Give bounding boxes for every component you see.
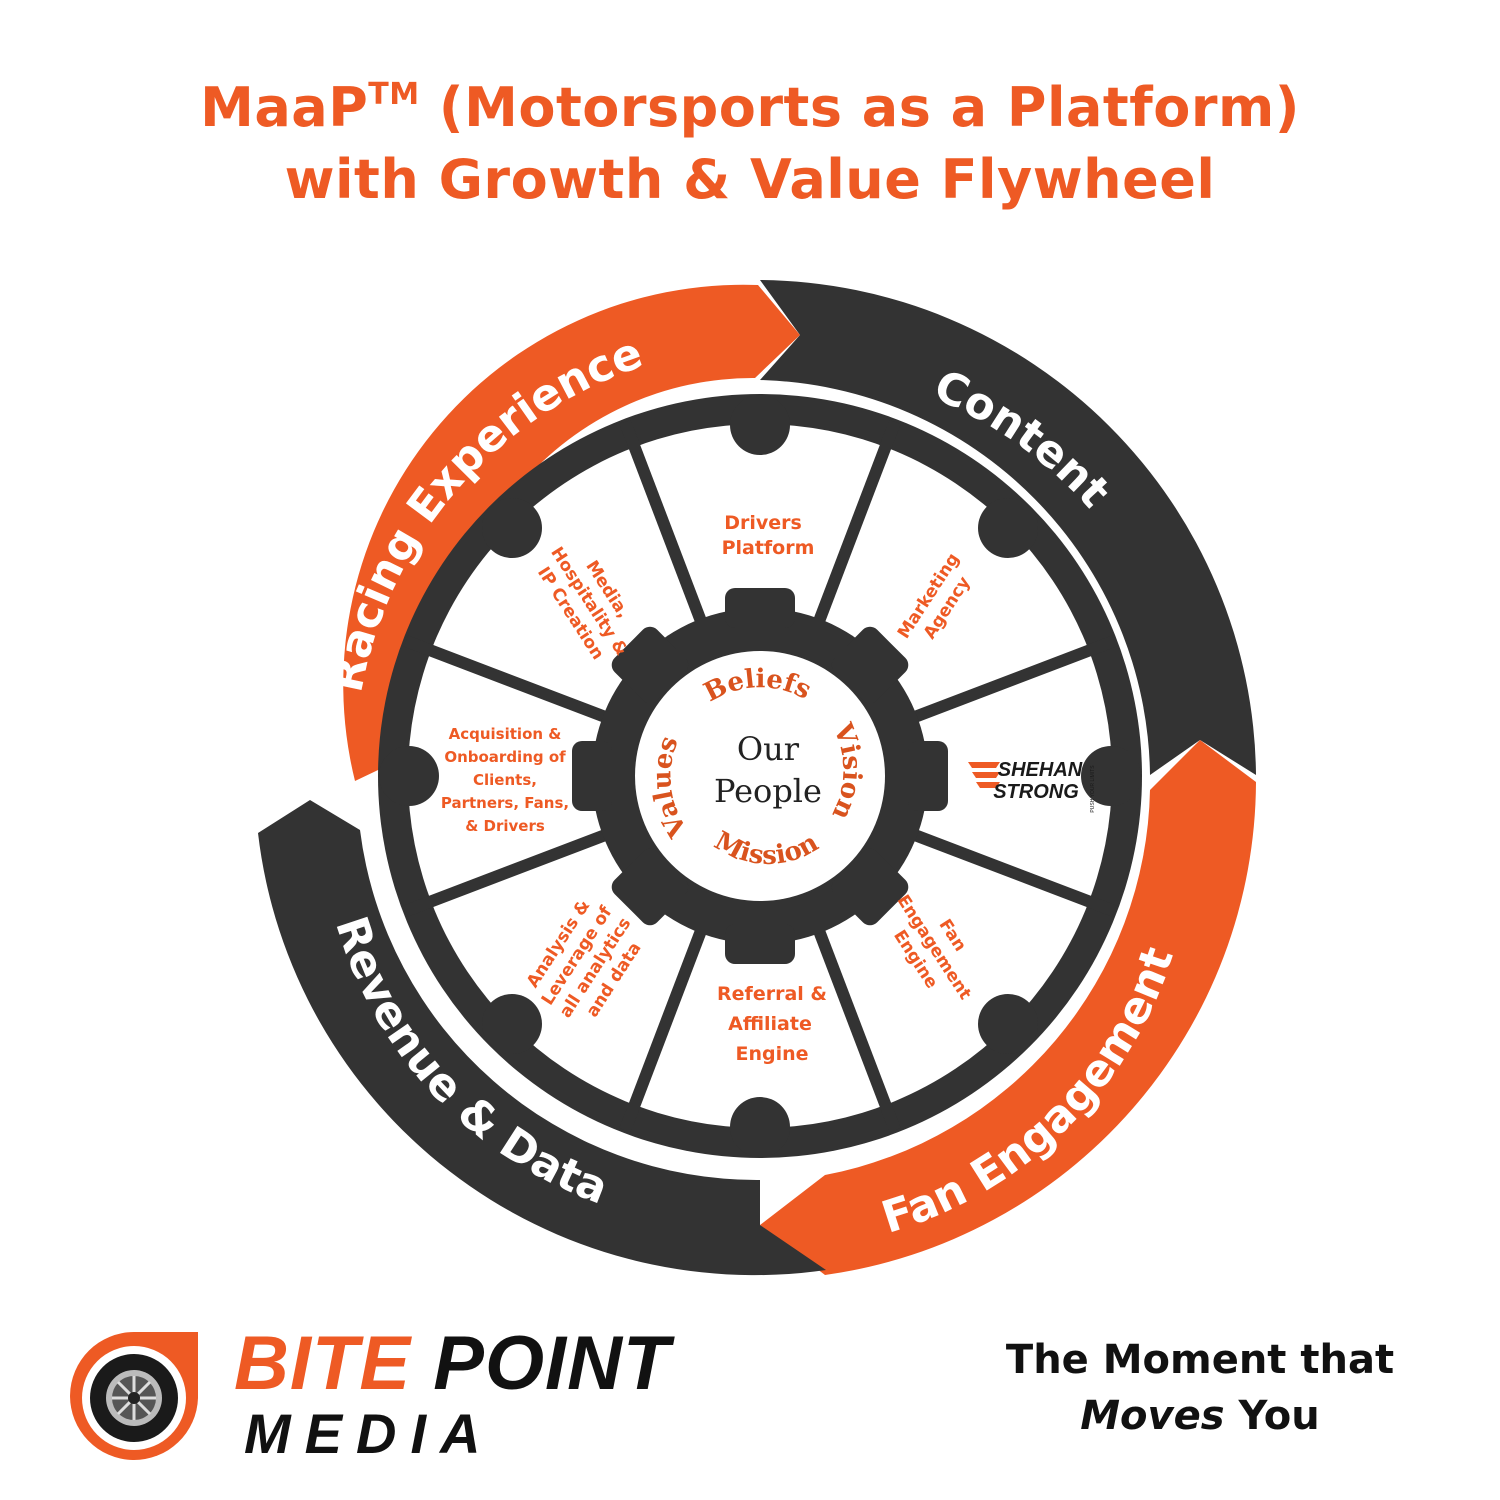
segment-drivers-platform: Drivers Platform [722,512,815,559]
brand-name-line-2: MEDIA [244,1402,495,1465]
page-title: MaaPTM (Motorsports as a Platform) with … [0,72,1500,216]
svg-text:Platform: Platform [722,537,815,559]
segment-referral-affiliate-engine: Referral & Affiliate Engine [717,983,827,1065]
tyre-badge-icon [70,1332,198,1460]
inner-wheel [378,394,1142,1158]
arc-revenue-data [258,800,826,1276]
tagline-line-2: Moves You [1080,1393,1320,1439]
svg-text:Affiliate: Affiliate [728,1013,812,1035]
svg-text:STRONG: STRONG [993,781,1079,803]
brand-name-line-1: BITE POINT [234,1321,671,1406]
tagline: The Moment that Moves You [940,1332,1460,1444]
tagline-line-1: The Moment that [1005,1337,1395,1383]
arc-racing-experience [343,284,800,781]
shehan-strong-logo: SHEHAN STRONG PUSH YOUR LIMITS [968,759,1096,813]
arc-content [760,280,1256,775]
svg-text:Clients,: Clients, [473,771,537,789]
svg-text:Referral &: Referral & [717,983,827,1005]
svg-text:Onboarding of: Onboarding of [444,748,566,766]
svg-text:Acquisition &: Acquisition & [449,725,562,743]
core-center-line-1: Our [737,730,800,768]
svg-text:Drivers: Drivers [724,512,802,534]
svg-text:Engine: Engine [735,1043,808,1065]
core-center-line-2: People [714,772,822,810]
bite-point-media-logo: BITE POINT MEDIA [58,1318,858,1468]
title-line-2: with Growth & Value Flywheel [284,148,1216,211]
svg-text:& Drivers: & Drivers [465,817,545,835]
segment-acquisition-onboarding: Acquisition & Onboarding of Clients, Par… [441,725,569,835]
core-center-text: Our People [714,730,822,810]
svg-text:SHEHAN: SHEHAN [998,759,1083,781]
svg-text:PUSH YOUR LIMITS: PUSH YOUR LIMITS [1090,765,1096,813]
title-line-1: MaaPTM (Motorsports as a Platform) [200,76,1300,139]
svg-text:Partners, Fans,: Partners, Fans, [441,794,569,812]
arc-fan-engagement [760,740,1256,1275]
